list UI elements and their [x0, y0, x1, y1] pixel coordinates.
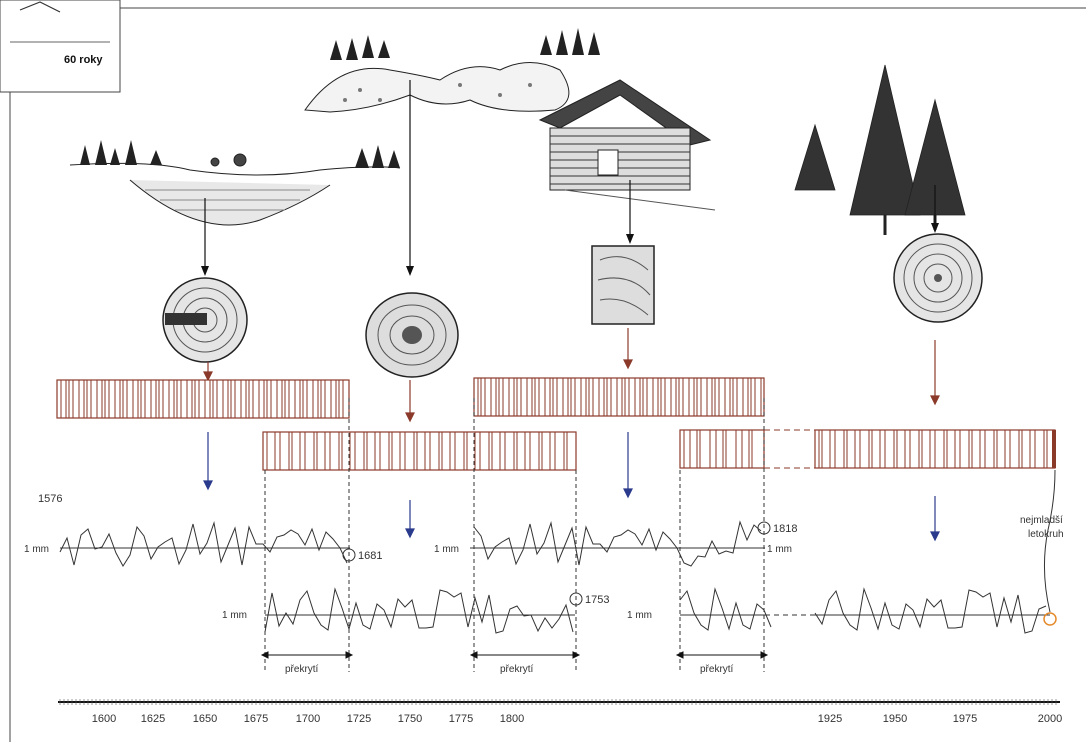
axis-tick-label: 1700: [296, 713, 320, 725]
end-lake-label: 1681: [358, 550, 382, 562]
blue-arrows: [203, 432, 940, 542]
ring-bar-house: [473, 377, 765, 417]
end-rock-marker: [569, 592, 583, 606]
axis-tick-label: 1925: [818, 713, 842, 725]
mm-label-5: 1 mm: [767, 544, 792, 555]
ring-bar-lake: [56, 379, 350, 419]
ring-bars: [56, 377, 1056, 471]
ring-width-series: [59, 520, 1047, 634]
youngest-ring-mark: [1052, 430, 1056, 468]
axis-tick-label: 1775: [449, 713, 473, 725]
mm-label-2: 1 mm: [434, 544, 459, 555]
living-trees-icon: [794, 64, 966, 235]
overlap-guides: [264, 398, 765, 672]
axis-tick-label: 1675: [244, 713, 268, 725]
axis-tick-label: 2000: [1038, 713, 1062, 725]
overlap-label-1: překrytí: [285, 664, 319, 675]
ring-bar-rock: [262, 431, 577, 471]
end-lake-marker: [342, 548, 356, 562]
youngest-ring-label-line1: nejmladší: [1020, 515, 1063, 526]
end-rock-label: 1753: [585, 594, 609, 606]
tree-core-section: [893, 233, 983, 323]
lake-landscape-icon: [69, 140, 401, 226]
series-house: [473, 520, 762, 567]
axis-tick-label: 1650: [193, 713, 217, 725]
youngest-ring-label-line2: letokruh: [1028, 529, 1064, 540]
ring-bar-house-lower: [679, 429, 765, 469]
inset-label: 60 roky: [64, 54, 103, 66]
axis-tick-label: 1750: [398, 713, 422, 725]
series-trees: [814, 587, 1047, 634]
mm-label-1: 1 mm: [24, 544, 49, 555]
brown-arrows: [203, 328, 940, 423]
baselines: [60, 547, 1050, 616]
log-cabin-icon: [538, 79, 716, 211]
axis-tick-label: 1600: [92, 713, 116, 725]
rock-log-section: [365, 292, 459, 378]
end-house-marker: [757, 521, 771, 535]
overlap-brackets: [260, 651, 769, 659]
series-house-lower: [679, 587, 772, 631]
axis-tick-label: 1725: [347, 713, 371, 725]
axis-tick-label: 1800: [500, 713, 524, 725]
youngest-ring-marker: [1043, 612, 1057, 626]
mm-label-4: 1 mm: [627, 610, 652, 621]
axis-tick-label: 1625: [141, 713, 165, 725]
end-house-label: 1818: [773, 523, 797, 535]
youngest-ring-pointer: [1043, 469, 1056, 613]
year-axis: 1600 1625 1650 1675 1700 1725 1750 1775 1800 1925…: [58, 699, 1062, 725]
axis-tick-label: 1950: [883, 713, 907, 725]
house-beam-section: [591, 245, 655, 325]
mm-label-3: 1 mm: [222, 610, 247, 621]
series-rock: [264, 587, 574, 634]
start-year-label: 1576: [38, 493, 62, 505]
ring-bar-gap: [764, 429, 815, 469]
series-lake: [59, 521, 348, 567]
overlap-label-2: překrytí: [500, 664, 534, 675]
ring-bar-trees: [814, 429, 1056, 469]
lake-log-section: [162, 277, 248, 363]
rock-hills-icon: [304, 28, 600, 113]
overlap-label-3: překrytí: [700, 664, 734, 675]
axis-tick-label: 1975: [953, 713, 977, 725]
